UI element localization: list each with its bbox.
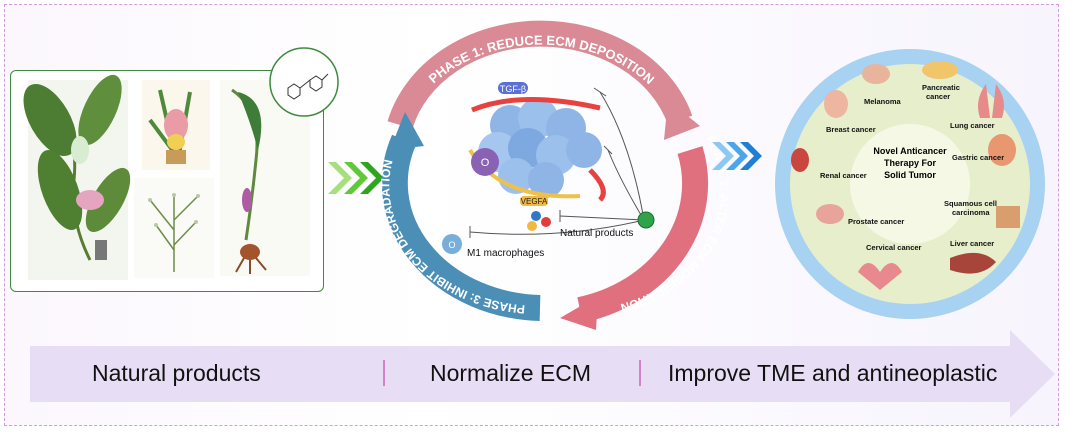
m1-macrophages-label: M1 macrophages	[467, 248, 544, 259]
ginger-flower-plant	[142, 80, 210, 170]
svg-text:carcinoma: carcinoma	[952, 208, 990, 217]
inhibition-lines	[469, 87, 645, 238]
kidney-icon	[791, 148, 809, 172]
wheel-center-line2: Therapy For	[884, 158, 937, 168]
breast-icon	[824, 90, 848, 118]
svg-text:Squamous cell: Squamous cell	[944, 199, 997, 208]
svg-text:Gastric cancer: Gastric cancer	[952, 153, 1004, 162]
vegfa-label: VEGFA	[521, 197, 548, 206]
magnolia-plant	[23, 74, 131, 280]
phase-arcs	[381, 20, 709, 330]
natural-product-molecule-icon	[637, 211, 655, 229]
solid-tumor-wheel	[775, 49, 1045, 319]
cancer-labels: Melanoma Pancreatic cancer Breast cancer…	[820, 83, 1004, 252]
tgf-label: TGF-β	[500, 84, 526, 94]
svg-text:O: O	[481, 157, 490, 169]
skin-melanoma-icon	[862, 64, 890, 84]
skin-squamous-icon	[996, 206, 1020, 228]
label-normalize-ecm: Normalize ECM	[430, 360, 592, 386]
bottom-progress-arrow	[30, 330, 1055, 418]
label-natural-products: Natural products	[92, 360, 261, 386]
svg-text:Lung cancer: Lung cancer	[950, 121, 995, 130]
tgf-badge	[498, 82, 528, 94]
svg-text:Melanoma: Melanoma	[864, 97, 902, 106]
pancreas-icon	[922, 61, 958, 79]
svg-text:Renal cancer: Renal cancer	[820, 171, 867, 180]
svg-text:Cervical cancer: Cervical cancer	[866, 243, 922, 252]
m1-macrophage-icon	[442, 234, 462, 254]
svg-text:Liver cancer: Liver cancer	[950, 239, 994, 248]
wheel-center-line1: Novel Anticancer	[873, 146, 947, 156]
prostate-icon	[816, 204, 844, 224]
vegfa-badge	[520, 196, 548, 206]
label-improve-tme: Improve TME and antineoplastic	[668, 360, 998, 386]
wheel-center-line3: Solid Tumor	[884, 170, 936, 180]
organ-icons	[791, 61, 1020, 290]
svg-text:Breast cancer: Breast cancer	[826, 125, 876, 134]
svg-text:O: O	[448, 240, 455, 250]
blue-chevron-arrows	[712, 142, 762, 170]
stomach-icon	[988, 134, 1016, 166]
macrophage-purple	[471, 148, 499, 176]
chemical-structure-icon	[269, 47, 339, 117]
svg-text:Pancreatic: Pancreatic	[922, 83, 960, 92]
lung-icon	[978, 84, 1004, 118]
gypsophila-plant	[134, 178, 214, 278]
green-chevron-arrows	[328, 162, 384, 194]
uterus-icon	[858, 263, 902, 290]
svg-text:Prostate cancer: Prostate cancer	[848, 217, 904, 226]
liver-icon	[950, 252, 996, 274]
natural-products-label: Natural products	[560, 228, 633, 239]
svg-text:cancer: cancer	[926, 92, 950, 101]
